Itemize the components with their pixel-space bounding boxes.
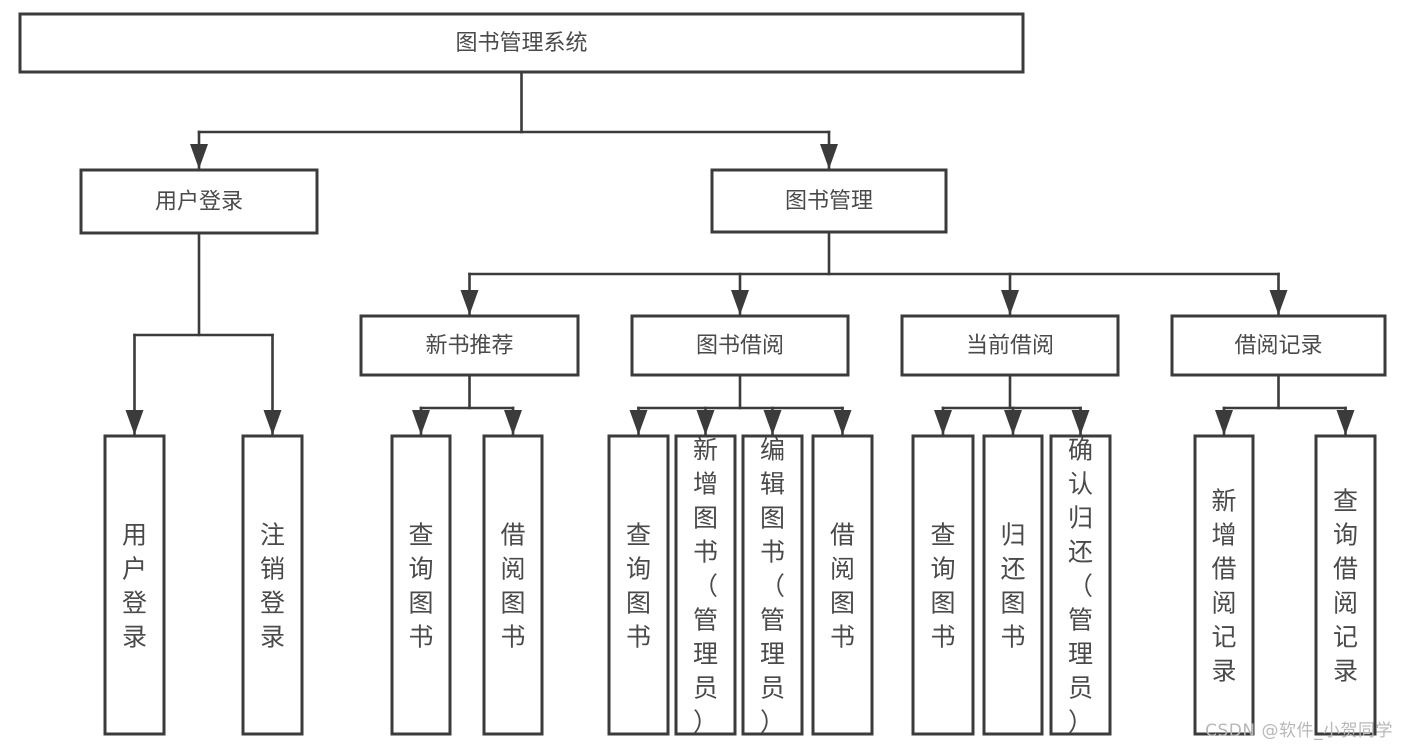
- node-leaf-bb-query[interactable]: 查询图书: [607, 434, 670, 736]
- node-box[interactable]: [79, 168, 319, 235]
- arrow-head-icon: [1215, 410, 1233, 435]
- arrow-head-icon: [190, 144, 208, 169]
- node-leaf-bb-edit[interactable]: 编辑图书（管理员）: [741, 434, 804, 737]
- arrow-head-icon: [731, 290, 749, 315]
- node-current-borrow[interactable]: 当前借阅: [900, 314, 1120, 377]
- node-leaf-user-logout[interactable]: 注销登录: [241, 434, 304, 736]
- node-leaf-cb-confirm[interactable]: 确认归还（管理员）: [1049, 434, 1112, 737]
- node-leaf-cb-return[interactable]: 归还图书: [982, 434, 1044, 736]
- connector-group-book-manage: [460, 230, 1288, 316]
- node-label: 查询图书: [626, 521, 651, 652]
- node-leaf-user-login[interactable]: 用户登录: [103, 434, 166, 736]
- node-label: 注销登录: [260, 521, 285, 652]
- node-box[interactable]: [630, 314, 850, 377]
- node-box[interactable]: [741, 434, 804, 736]
- arrow-head-icon: [504, 410, 522, 435]
- arrow-head-icon: [1071, 410, 1090, 435]
- node-label: 借阅图书: [830, 521, 855, 652]
- node-root[interactable]: 图书管理系统: [18, 12, 1025, 74]
- arrow-head-icon: [1001, 290, 1019, 315]
- node-book-borrow[interactable]: 图书借阅: [630, 314, 850, 377]
- arrow-head-icon: [820, 144, 838, 169]
- arrow-head-icon: [263, 410, 282, 435]
- node-box[interactable]: [900, 314, 1120, 377]
- connector-group-new-book-rec: [412, 373, 522, 436]
- arrow-head-icon: [629, 410, 648, 435]
- node-box[interactable]: [103, 434, 166, 736]
- arrow-head-icon: [412, 410, 430, 435]
- arrow-head-icon: [1336, 410, 1355, 435]
- node-label: 用户登录: [155, 190, 243, 215]
- node-box[interactable]: [1170, 314, 1387, 377]
- node-box[interactable]: [390, 434, 452, 736]
- arrow-head-icon: [763, 410, 782, 435]
- node-borrow-record[interactable]: 借阅记录: [1170, 314, 1387, 377]
- node-box[interactable]: [18, 12, 1025, 74]
- node-leaf-bb-add[interactable]: 新增图书（管理员）: [674, 434, 737, 737]
- node-book-manage[interactable]: 图书管理: [710, 168, 948, 234]
- node-label: 新增图书（管理员）: [693, 436, 718, 737]
- node-label: 查询图书: [930, 521, 955, 652]
- node-leaf-bb-borrow[interactable]: 借阅图书: [811, 434, 874, 736]
- node-leaf-br-query[interactable]: 查询借阅记录: [1314, 434, 1377, 736]
- node-label: 借阅图书: [500, 521, 525, 652]
- node-label: 用户登录: [122, 521, 147, 652]
- node-label: 图书管理: [785, 189, 873, 214]
- connector-group-root: [190, 70, 838, 170]
- connector-group-current-borrow: [934, 373, 1090, 436]
- node-box[interactable]: [359, 314, 580, 377]
- node-label: 查询图书: [408, 521, 433, 652]
- node-label: 当前借阅: [966, 334, 1054, 359]
- arrow-head-icon: [934, 410, 952, 435]
- node-box[interactable]: [607, 434, 670, 736]
- node-box[interactable]: [811, 434, 874, 736]
- connector-group-borrow-record: [1215, 373, 1355, 436]
- node-box[interactable]: [1193, 434, 1255, 736]
- arrow-head-icon: [696, 410, 715, 435]
- node-leaf-rec-borrow[interactable]: 借阅图书: [482, 434, 544, 736]
- node-label: 归还图书: [1000, 521, 1025, 652]
- node-box[interactable]: [982, 434, 1044, 736]
- arrow-head-icon: [1004, 410, 1022, 435]
- node-box[interactable]: [911, 434, 975, 736]
- node-label: 查询借阅记录: [1333, 487, 1358, 686]
- node-label: 新增借阅记录: [1211, 487, 1236, 686]
- node-label: 新书推荐: [425, 334, 513, 359]
- node-box[interactable]: [1314, 434, 1377, 736]
- node-user-login[interactable]: 用户登录: [79, 168, 319, 235]
- node-leaf-rec-query[interactable]: 查询图书: [390, 434, 452, 736]
- node-label: 编辑图书（管理员）: [760, 436, 785, 737]
- node-box[interactable]: [482, 434, 544, 736]
- arrow-head-icon: [1269, 290, 1288, 315]
- node-leaf-br-add[interactable]: 新增借阅记录: [1193, 434, 1255, 736]
- connector-group-book-borrow: [629, 373, 852, 436]
- connector-layer: [125, 70, 1355, 436]
- node-layer: 图书管理系统用户登录图书管理新书推荐图书借阅当前借阅借阅记录用户登录注销登录查询…: [18, 12, 1387, 737]
- node-new-book-rec[interactable]: 新书推荐: [359, 314, 580, 377]
- node-label: 借阅记录: [1234, 334, 1322, 359]
- arrow-head-icon: [460, 290, 479, 315]
- node-label: 确认归还（管理员）: [1068, 436, 1093, 737]
- node-box[interactable]: [241, 434, 304, 736]
- arrow-head-icon: [125, 410, 144, 435]
- arrow-head-icon: [833, 410, 852, 435]
- node-label: 图书管理系统: [455, 31, 587, 56]
- node-box[interactable]: [1049, 434, 1112, 736]
- node-leaf-cb-query[interactable]: 查询图书: [911, 434, 975, 736]
- node-box[interactable]: [710, 168, 948, 234]
- connector-group-user-login: [125, 231, 282, 436]
- node-label: 图书借阅: [696, 334, 784, 359]
- node-box[interactable]: [674, 434, 737, 736]
